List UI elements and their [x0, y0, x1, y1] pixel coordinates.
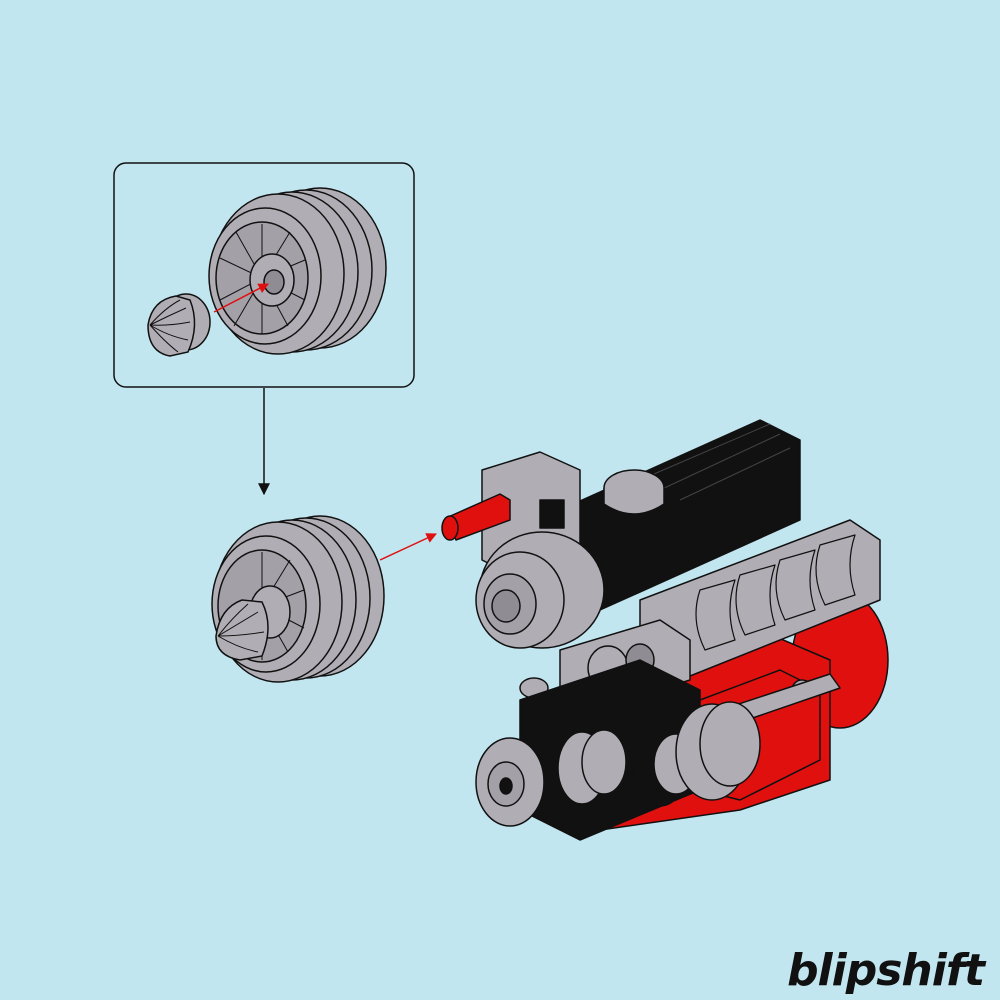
attach-red-arrow — [379, 533, 437, 561]
wheel-icon — [211, 515, 385, 683]
engine-model-icon — [441, 419, 889, 841]
inset-wheel-icon — [208, 187, 387, 355]
brand-logo: blipshift — [787, 945, 987, 996]
inset-red-arrow — [213, 283, 269, 313]
inset-hubcap-icon — [147, 293, 211, 357]
inset-box — [113, 162, 415, 388]
